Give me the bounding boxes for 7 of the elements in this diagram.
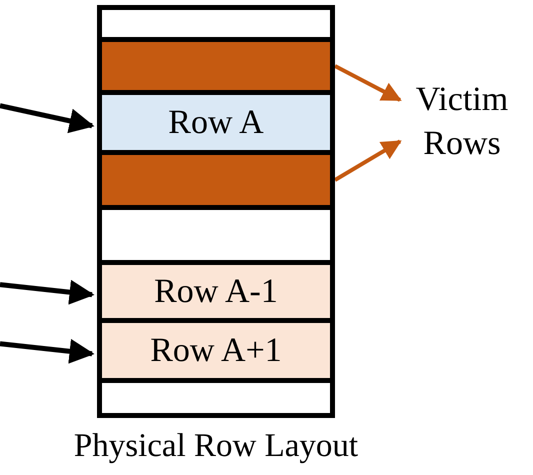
arrow: [0, 338, 94, 364]
arrow: [0, 280, 94, 305]
arrow: [334, 64, 402, 102]
annotation-text: Victim Rows: [402, 78, 522, 166]
arrow: [334, 140, 402, 182]
arrow: [0, 103, 94, 134]
layout-caption: Physical Row Layout: [72, 427, 360, 466]
